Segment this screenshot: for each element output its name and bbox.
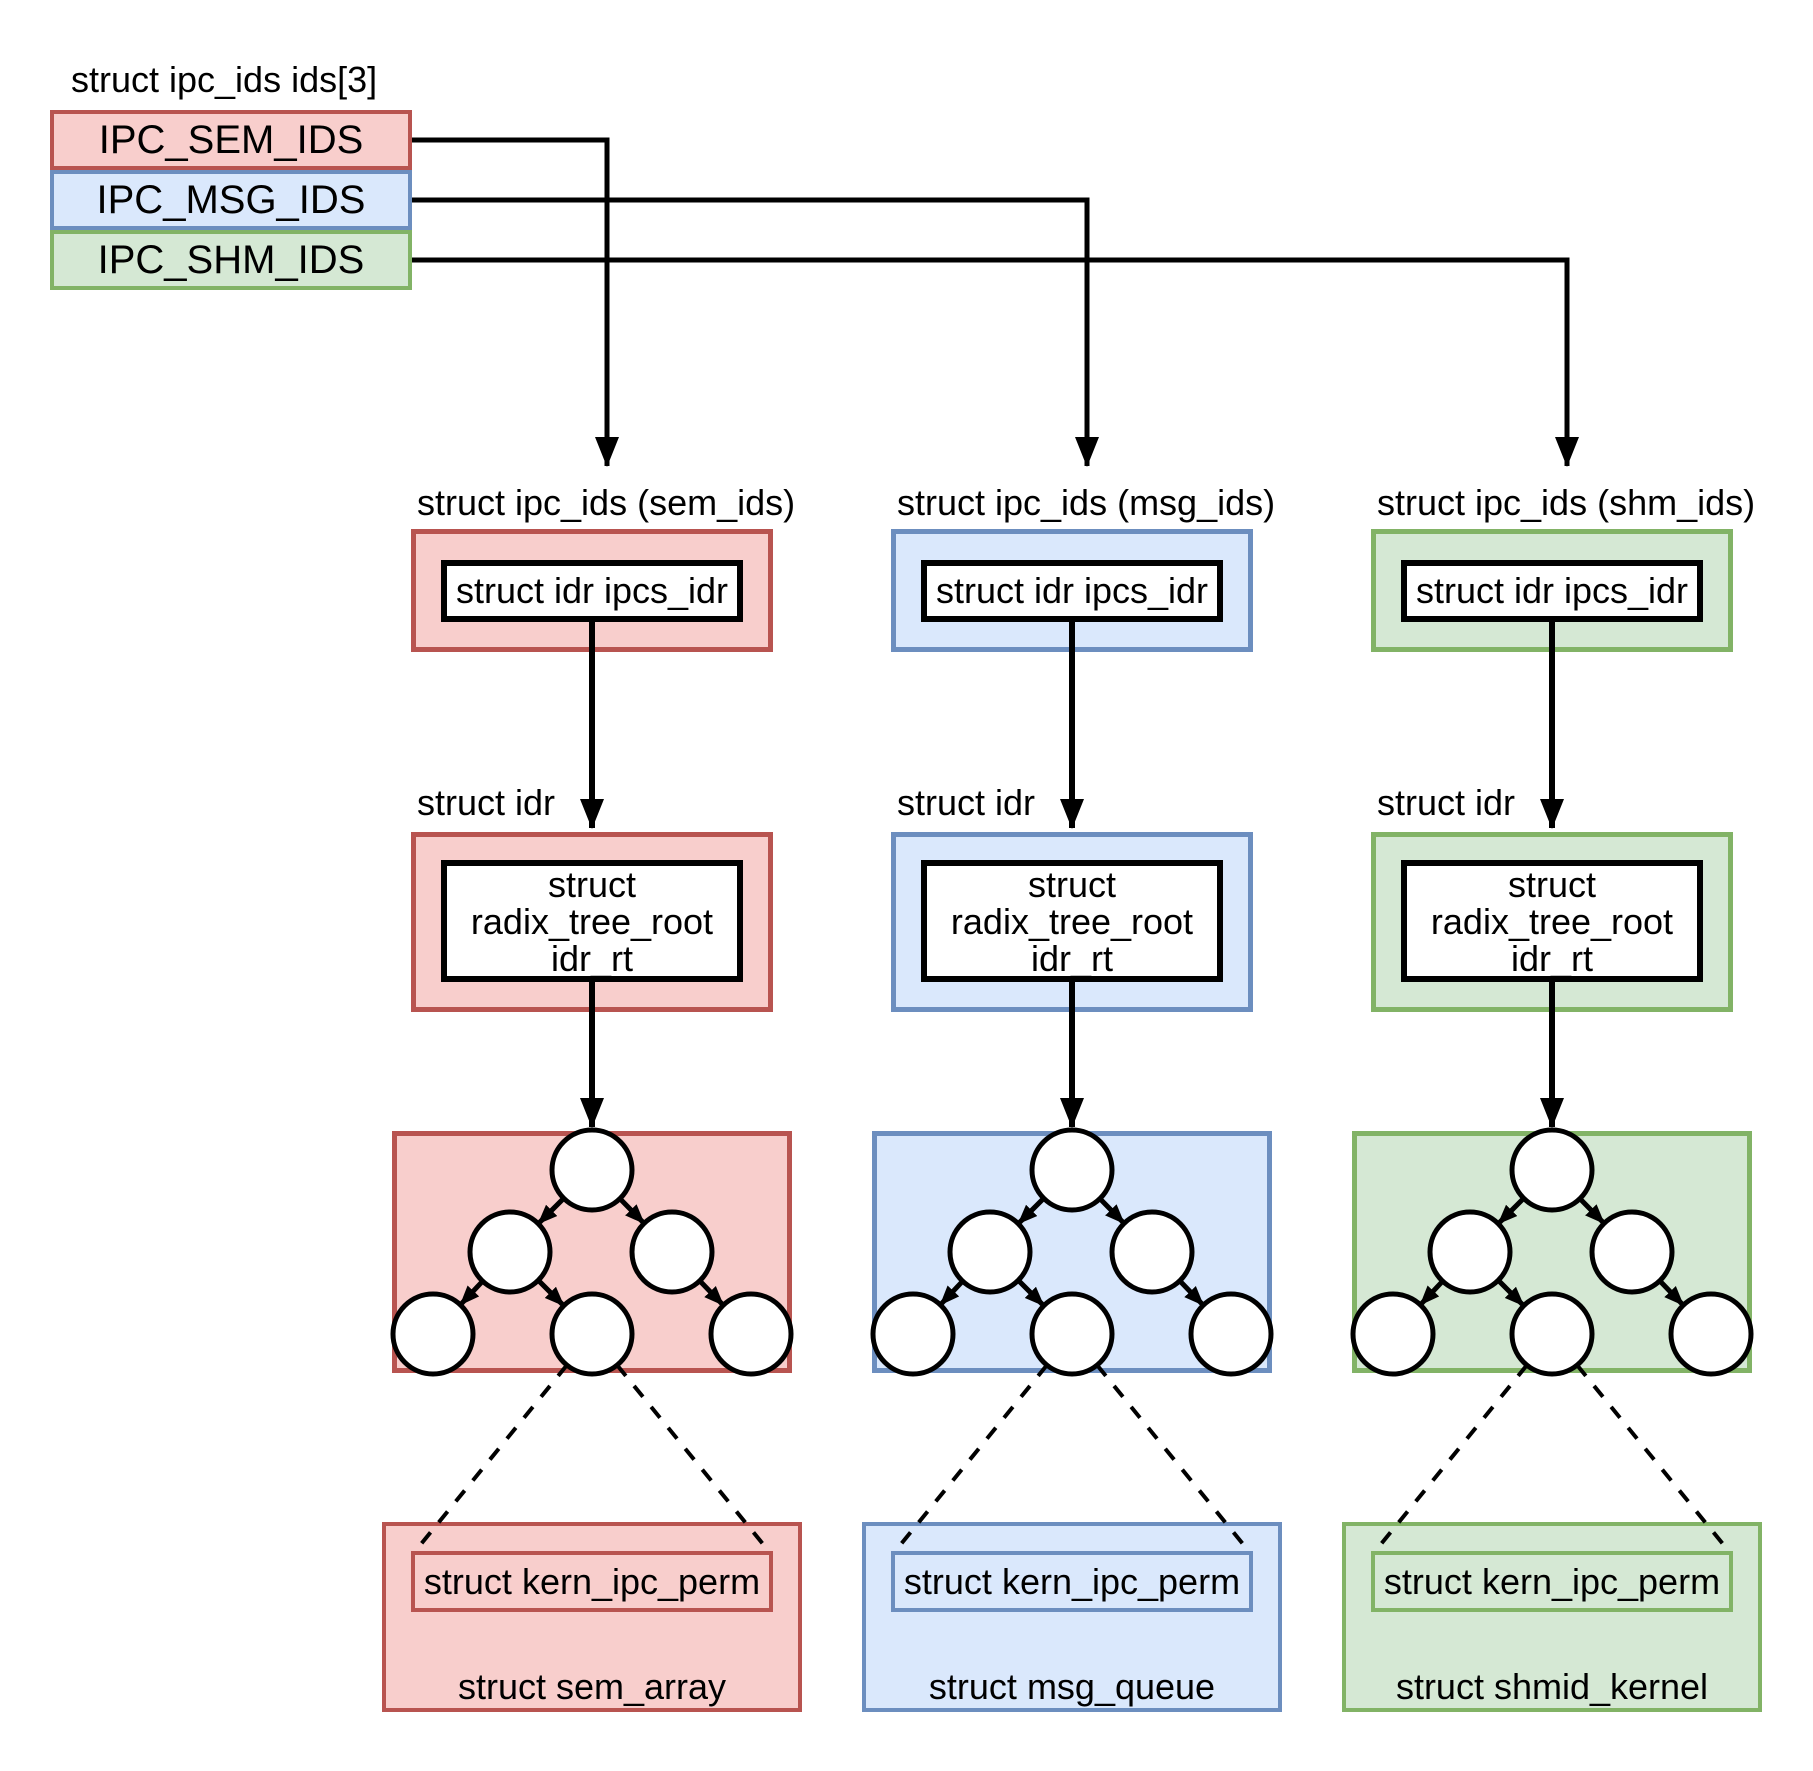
column-header-sem: struct ipc_ids (sem_ids) bbox=[417, 482, 796, 523]
radix-line2-msg: radix_tree_root bbox=[950, 900, 1194, 942]
idr-label-msg: struct idr bbox=[897, 782, 1036, 823]
bottom-struct-label-sem: struct sem_array bbox=[457, 1666, 727, 1707]
ipc-sem-ids-label: IPC_SEM_IDS bbox=[98, 117, 364, 162]
radix-tree-root-box-shm: struct radix_tree_root idr_rt bbox=[1401, 860, 1703, 982]
column-graphics-sem bbox=[393, 622, 791, 1549]
column-header-shm: struct ipc_ids (shm_ids) bbox=[1377, 482, 1756, 523]
ipcs-idr-box-shm: struct idr ipcs_idr bbox=[1401, 560, 1703, 622]
ipcs-idr-box-msg: struct idr ipcs_idr bbox=[921, 560, 1223, 622]
connector-shm-ids bbox=[412, 257, 1579, 467]
ipcs-idr-label-shm: struct idr ipcs_idr bbox=[1415, 570, 1689, 611]
connector-msg-ids bbox=[412, 197, 1099, 467]
radix-line1-msg: struct bbox=[1027, 863, 1116, 905]
ipcs-idr-label-sem: struct idr ipcs_idr bbox=[455, 570, 729, 611]
radix-tree-container-sem bbox=[392, 1131, 792, 1373]
bottom-struct-label-shm: struct shmid_kernel bbox=[1395, 1666, 1709, 1707]
ipcs-idr-label-msg: struct idr ipcs_idr bbox=[935, 570, 1209, 611]
radix-tree-root-box-sem: struct radix_tree_root idr_rt bbox=[441, 860, 743, 982]
kern-ipc-perm-box-shm: struct kern_ipc_perm bbox=[1371, 1551, 1733, 1612]
kern-ipc-perm-box-msg: struct kern_ipc_perm bbox=[891, 1551, 1253, 1612]
diagram-title: struct ipc_ids ids[3] bbox=[71, 59, 378, 100]
ipc-shm-ids-label: IPC_SHM_IDS bbox=[97, 237, 365, 282]
ipc-ids-array-row-shm: IPC_SHM_IDS bbox=[50, 230, 412, 290]
radix-line2-shm: radix_tree_root bbox=[1430, 900, 1674, 942]
kern-ipc-perm-label-shm: struct kern_ipc_perm bbox=[1383, 1560, 1721, 1602]
connector-sem-ids bbox=[412, 137, 619, 467]
radix-tree-root-box-msg: struct radix_tree_root idr_rt bbox=[921, 860, 1223, 982]
idr-label-shm: struct idr bbox=[1377, 782, 1516, 823]
idr-label-sem: struct idr bbox=[417, 782, 556, 823]
radix-line2-sem: radix_tree_root bbox=[470, 900, 714, 942]
radix-line3-msg: idr_rt bbox=[1030, 937, 1114, 979]
ipcs-idr-box-sem: struct idr ipcs_idr bbox=[441, 560, 743, 622]
ipc-msg-ids-label: IPC_MSG_IDS bbox=[96, 177, 366, 222]
radix-tree-container-msg bbox=[872, 1131, 1272, 1373]
column-graphics-shm bbox=[1353, 622, 1751, 1549]
radix-tree-container-shm bbox=[1352, 1131, 1752, 1373]
kern-ipc-perm-box-sem: struct kern_ipc_perm bbox=[411, 1551, 773, 1612]
column-header-msg: struct ipc_ids (msg_ids) bbox=[897, 482, 1276, 523]
radix-line3-sem: idr_rt bbox=[550, 937, 634, 979]
kern-ipc-perm-label-msg: struct kern_ipc_perm bbox=[903, 1560, 1241, 1602]
radix-line3-shm: idr_rt bbox=[1510, 937, 1594, 979]
radix-line1-sem: struct bbox=[547, 863, 636, 905]
bottom-struct-label-msg: struct msg_queue bbox=[928, 1666, 1216, 1707]
ipc-ids-array-row-msg: IPC_MSG_IDS bbox=[50, 170, 412, 230]
radix-line1-shm: struct bbox=[1507, 863, 1596, 905]
column-graphics-msg bbox=[873, 622, 1271, 1549]
ipc-ids-array-row-sem: IPC_SEM_IDS bbox=[50, 110, 412, 170]
kern-ipc-perm-label-sem: struct kern_ipc_perm bbox=[423, 1560, 761, 1602]
